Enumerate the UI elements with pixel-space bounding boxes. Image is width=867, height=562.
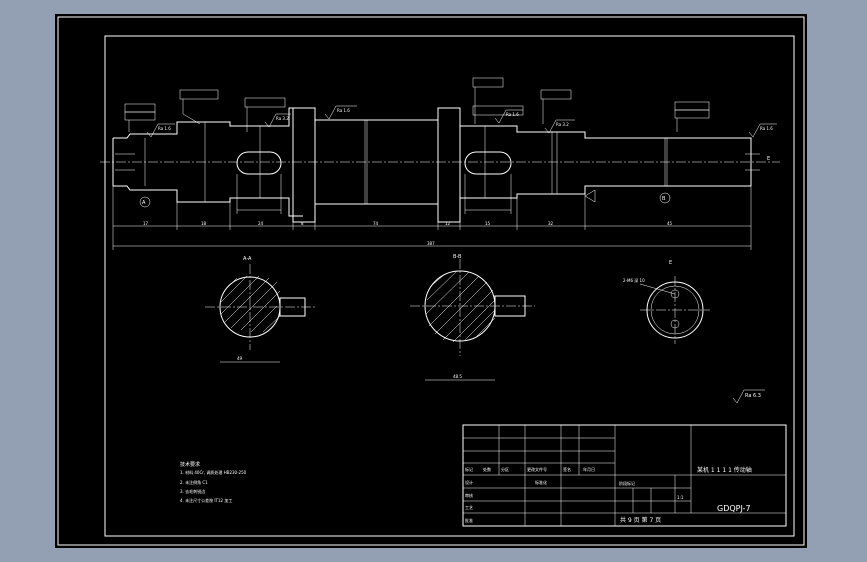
- end-view-label: E: [669, 260, 672, 266]
- datum-circle-icon: [139, 196, 151, 208]
- datum-label: B: [662, 196, 666, 202]
- roughness-icon: [748, 123, 777, 138]
- section-b: [410, 259, 535, 381]
- shaft-collar-right: [437, 107, 461, 223]
- datum-triangle-icon: [584, 189, 596, 203]
- keyway-right: [464, 151, 512, 175]
- roughness-marks: Ra 1.6 Ra 3.2 Ra 1.6 Ra 1.6 Ra 3.2 Ra 1.…: [146, 105, 777, 404]
- outer-border: [57, 16, 805, 546]
- dim-seg-9: 45: [667, 221, 673, 226]
- segment-dim-labels: 17 18 24 8 74 12 15 32 45 387: [143, 221, 673, 246]
- roughness-label: Ra 1.6: [506, 112, 519, 117]
- roughness-label: Ra 3.2: [556, 122, 569, 127]
- section-b-dim: 48.5: [453, 374, 462, 379]
- roughness-label: Ra 1.6: [337, 108, 350, 113]
- end-view-e: [639, 276, 710, 344]
- length-dims: [112, 174, 752, 250]
- tb-header: 更改文件号: [527, 466, 547, 472]
- datum-markers: A B E: [139, 156, 770, 208]
- dim-seg-3: 24: [258, 221, 264, 226]
- roughness-icon: [324, 105, 357, 120]
- tech-req-line: 3. 去毛刺锐边: [180, 488, 205, 494]
- tb-drawing-number: GDQPJ-7: [717, 504, 751, 513]
- roughness-label: Ra 1.6: [158, 126, 171, 131]
- section-a-label: A-A: [243, 256, 252, 262]
- datum-label: A: [142, 200, 146, 206]
- tech-req-line: 2. 未注倒角 C1: [180, 479, 208, 485]
- tb-scale: 1:1: [677, 495, 684, 500]
- tb-header: 签名: [563, 466, 571, 472]
- dim-seg-7: 15: [485, 221, 491, 226]
- section-b-label: B-B: [453, 254, 462, 260]
- dim-total-length: 387: [427, 241, 435, 246]
- tb-row-label: 工艺: [465, 505, 473, 510]
- roughness-icon: [146, 123, 175, 138]
- tb-part-name: 某机 1 1 1 1 传动轴: [697, 466, 752, 474]
- tech-req-line: 4. 未注尺寸公差按 IT12 加工: [180, 497, 232, 503]
- roughness-general-label: Ra 6.3: [745, 393, 761, 399]
- inner-frame: [104, 35, 795, 537]
- tech-req-title: 技术要求: [180, 461, 200, 468]
- datum-circle-icon: [659, 192, 671, 204]
- roughness-icon: [544, 119, 575, 134]
- tb-header: 分区: [501, 466, 509, 472]
- tb-row-label: 批准: [465, 517, 473, 523]
- dim-seg-5: 74: [373, 221, 379, 226]
- tb-row-label: 设计: [465, 479, 473, 485]
- section-a-dim: 49: [237, 356, 243, 361]
- tolerance-frames: [124, 77, 710, 132]
- hole-note: 2-M6 深 10: [623, 277, 645, 283]
- roughness-icon-general: [732, 389, 765, 404]
- roughness-label: Ra 1.6: [760, 126, 773, 131]
- tb-row-label: 标准化: [535, 479, 547, 485]
- roughness-label: Ra 3.2: [276, 116, 289, 121]
- section-a: [205, 264, 315, 363]
- drawing-sheet[interactable]: 17 18 24 8 74 12 15 32 45 387: [55, 14, 807, 548]
- shaft-collar-left: [292, 107, 316, 223]
- roughness-icon: [494, 109, 523, 124]
- roughness-icon: [264, 113, 291, 128]
- title-block: [462, 424, 787, 527]
- tb-header: 处数: [483, 466, 491, 472]
- tb-stage-label: 阶段标记: [619, 480, 635, 486]
- datum-label: E: [767, 156, 770, 162]
- diameter-dims: [144, 120, 666, 204]
- technical-requirements: 技术要求 1. 材料 40Cr, 调质处理 HB230-250 2. 未注倒角 …: [180, 461, 247, 503]
- shaft-outline: [112, 107, 760, 223]
- tb-row-label: 审核: [465, 492, 473, 498]
- tb-header: 标记: [465, 466, 473, 472]
- dim-seg-8: 32: [548, 221, 554, 226]
- dim-seg-2: 18: [201, 221, 207, 226]
- dim-seg-1: 17: [143, 221, 149, 226]
- tb-header: 年月日: [583, 466, 595, 472]
- dim-seg-6: 12: [445, 221, 451, 226]
- tb-pages: 共 9 页 第 7 页: [620, 516, 661, 524]
- dim-seg-4: 8: [301, 221, 304, 226]
- keyway-left: [236, 151, 282, 175]
- tech-req-line: 1. 材料 40Cr, 调质处理 HB230-250: [180, 469, 247, 475]
- drawing-canvas: 17 18 24 8 74 12 15 32 45 387: [57, 16, 805, 546]
